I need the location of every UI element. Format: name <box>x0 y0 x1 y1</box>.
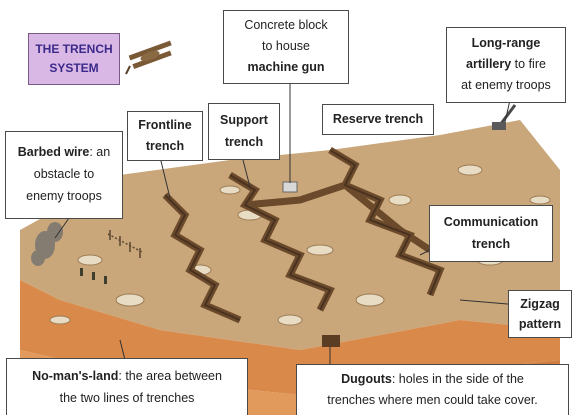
dugouts-desc-1: : holes in the side of the <box>392 372 524 386</box>
label-concrete-block: Concrete block to house machine gun <box>223 10 349 84</box>
label-frontline-trench: Frontline trench <box>127 111 203 161</box>
label-dugouts: Dugouts: holes in the side of the trench… <box>296 364 569 415</box>
concrete-line-2: to house <box>230 36 342 57</box>
label-reserve-trench: Reserve trench <box>322 104 434 135</box>
artillery-line-2-rest: to fire <box>511 57 546 71</box>
dugouts-desc-2: trenches where men could take cover. <box>303 390 562 411</box>
barbed-wire-desc-1: : an <box>89 145 110 159</box>
no-mans-land-desc-1: : the area between <box>118 369 222 383</box>
barbed-wire-desc-2: obstacle to <box>12 163 116 185</box>
label-artillery: Long-range artillery to fire at enemy tr… <box>446 27 566 103</box>
support-line-2: trench <box>215 131 273 153</box>
no-mans-land-term: No-man's-land <box>32 369 118 383</box>
biplane-icon <box>126 41 172 74</box>
concrete-line-1: Concrete block <box>230 15 342 36</box>
no-mans-land-desc-2: the two lines of trenches <box>13 387 241 409</box>
zigzag-line-2: pattern <box>515 314 565 334</box>
label-no-mans-land: No-man's-land: the area between the two … <box>6 358 248 415</box>
artillery-line-3: at enemy troops <box>453 75 559 96</box>
artillery-line-1: Long-range <box>453 33 559 54</box>
label-communication-trench: Communication trench <box>429 205 553 262</box>
communication-line-2: trench <box>436 233 546 255</box>
label-support-trench: Support trench <box>208 103 280 160</box>
dugouts-term: Dugouts <box>341 372 392 386</box>
title-line-2: SYSTEM <box>29 59 119 78</box>
concrete-line-3: machine gun <box>230 57 342 78</box>
artillery-term: artillery <box>466 57 511 71</box>
support-line-1: Support <box>215 109 273 131</box>
label-barbed-wire: Barbed wire: an obstacle to enemy troops <box>5 131 123 219</box>
communication-line-1: Communication <box>436 211 546 233</box>
frontline-line-1: Frontline <box>134 115 196 136</box>
label-zigzag-pattern: Zigzag pattern <box>508 290 572 338</box>
barbed-wire-term: Barbed wire <box>18 145 90 159</box>
reserve-line-1: Reserve trench <box>329 108 427 130</box>
zigzag-line-1: Zigzag <box>515 294 565 314</box>
concrete-block <box>283 182 297 192</box>
frontline-line-2: trench <box>134 136 196 157</box>
barbed-wire-desc-3: enemy troops <box>12 185 116 207</box>
dugout <box>322 335 340 347</box>
title-line-1: THE TRENCH <box>29 40 119 59</box>
diagram-title: THE TRENCH SYSTEM <box>28 33 120 85</box>
